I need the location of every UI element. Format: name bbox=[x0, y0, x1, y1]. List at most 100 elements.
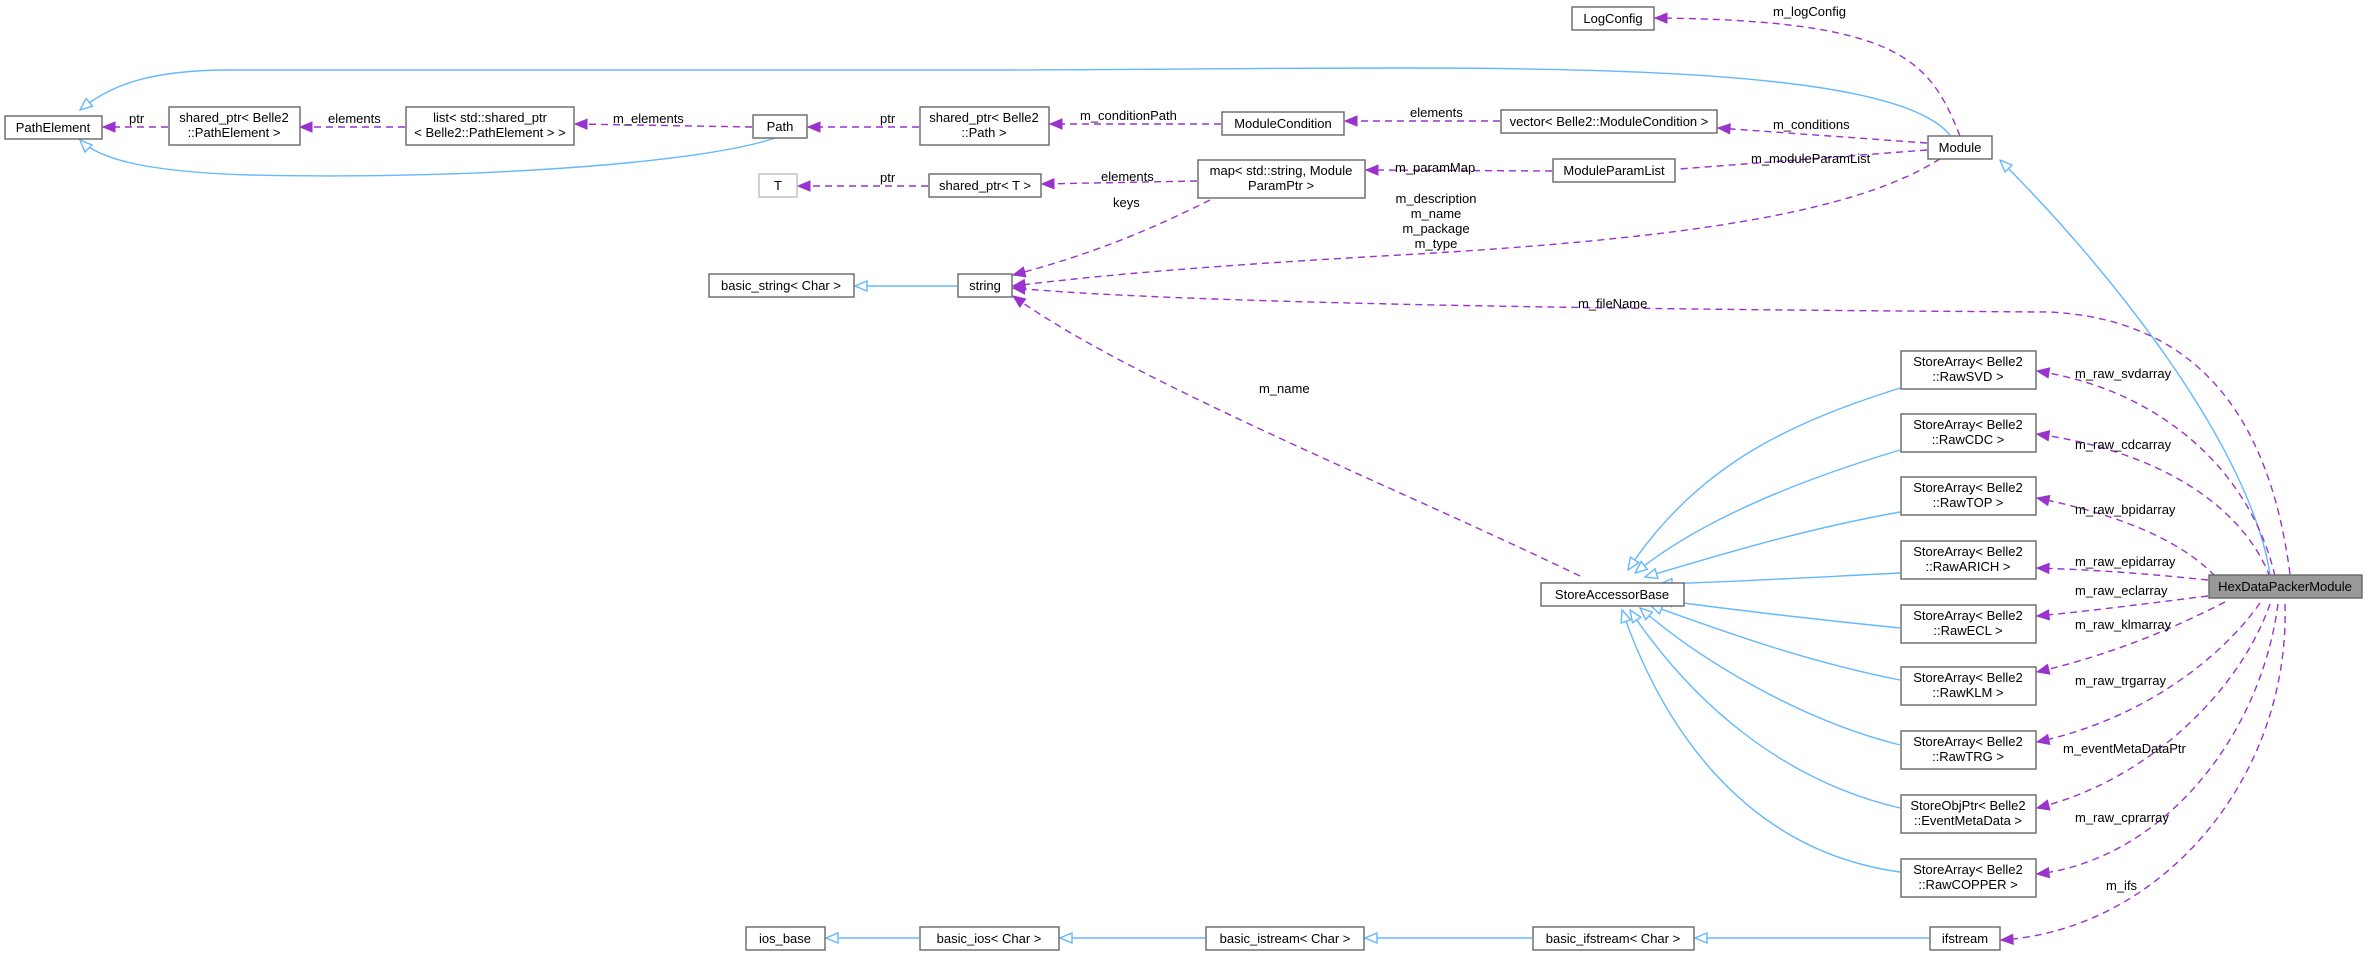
node-string[interactable]: string bbox=[957, 273, 1013, 298]
node-path[interactable]: Path bbox=[752, 114, 808, 139]
edge-ecl-inherits-sab bbox=[1660, 600, 1901, 629]
edge-hex-raw-klmarray bbox=[2037, 601, 2226, 672]
edge-top-inherits-sab bbox=[1645, 511, 1901, 577]
node-store-array-raw-klm[interactable]: StoreArray< Belle2 ::RawKLM > bbox=[1900, 666, 2037, 706]
edge-sab-m-name bbox=[1013, 296, 1581, 577]
edge-hex-raw-svdarray bbox=[2037, 371, 2276, 577]
node-path-element[interactable]: PathElement bbox=[4, 115, 103, 140]
svg-text:string: string bbox=[969, 278, 1001, 293]
node-log-config[interactable]: LogConfig bbox=[1571, 6, 1655, 31]
svg-text:StoreObjPtr< Belle2: StoreObjPtr< Belle2 bbox=[1910, 798, 2025, 813]
svg-text:::Path >: ::Path > bbox=[961, 125, 1006, 140]
svg-text:HexDataPackerModule: HexDataPackerModule bbox=[2218, 579, 2352, 594]
edge-hex-raw-cdcarray bbox=[2037, 434, 2271, 578]
edge-svd-inherits-sab bbox=[1628, 387, 1901, 570]
node-store-obj-ptr-event-meta-data[interactable]: StoreObjPtr< Belle2 ::EventMetaData > bbox=[1900, 794, 2037, 834]
svg-text:StoreArray< Belle2: StoreArray< Belle2 bbox=[1913, 544, 2022, 559]
svg-text:ios_base: ios_base bbox=[759, 931, 811, 946]
node-map-module-param[interactable]: map< std::string, Module ParamPtr > bbox=[1197, 159, 1366, 199]
node-vector-module-condition[interactable]: vector< Belle2::ModuleCondition > bbox=[1500, 109, 1718, 134]
edge-copper-inherits-sab bbox=[1622, 610, 1901, 873]
node-store-array-raw-trg[interactable]: StoreArray< Belle2 ::RawTRG > bbox=[1900, 730, 2037, 770]
svg-text:StoreArray< Belle2: StoreArray< Belle2 bbox=[1913, 734, 2022, 749]
edge-map-keys bbox=[1013, 199, 1211, 275]
edge-label-m-event-meta-data-ptr: m_eventMetaDataPtr bbox=[2063, 741, 2187, 756]
edge-map-elements bbox=[1042, 181, 1198, 184]
edge-hex-ifs bbox=[2001, 603, 2286, 940]
edge-label-m-description: m_description bbox=[1396, 191, 1477, 206]
node-basic-ifstream[interactable]: basic_ifstream< Char > bbox=[1532, 926, 1695, 951]
node-shared-ptr-t[interactable]: shared_ptr< T > bbox=[928, 173, 1042, 198]
node-basic-ios[interactable]: basic_ios< Char > bbox=[919, 926, 1060, 951]
edge-labels: ptr elements m_elements ptr m_conditionP… bbox=[129, 4, 2187, 893]
node-ios-base[interactable]: ios_base bbox=[745, 926, 826, 951]
svg-text:StoreArray< Belle2: StoreArray< Belle2 bbox=[1913, 480, 2022, 495]
svg-text:T: T bbox=[774, 178, 782, 193]
edges bbox=[80, 18, 2291, 940]
svg-text:shared_ptr< Belle2: shared_ptr< Belle2 bbox=[179, 110, 289, 125]
svg-text:::RawCOPPER >: ::RawCOPPER > bbox=[1918, 877, 2017, 892]
svg-text:Module: Module bbox=[1939, 140, 1982, 155]
node-shared-ptr-path[interactable]: shared_ptr< Belle2 ::Path > bbox=[919, 106, 1050, 146]
edge-path-m-elements bbox=[575, 124, 753, 127]
svg-text:::RawTOP >: ::RawTOP > bbox=[1933, 495, 2004, 510]
svg-text:::RawCDC >: ::RawCDC > bbox=[1932, 432, 2005, 447]
node-module-param-list[interactable]: ModuleParamList bbox=[1552, 158, 1676, 183]
node-store-array-raw-ecl[interactable]: StoreArray< Belle2 ::RawECL > bbox=[1900, 604, 2037, 644]
edge-label-m-raw-cprarray: m_raw_cprarray bbox=[2075, 810, 2169, 825]
edge-module-conditions bbox=[1718, 128, 1928, 144]
svg-text:StoreArray< Belle2: StoreArray< Belle2 bbox=[1913, 417, 2022, 432]
edge-label-m-condition-path: m_conditionPath bbox=[1080, 108, 1177, 123]
node-list-shared-ptr-path-element[interactable]: list< std::shared_ptr < Belle2::PathElem… bbox=[405, 106, 575, 146]
edge-label-keys: keys bbox=[1113, 195, 1140, 210]
svg-text:StoreArray< Belle2: StoreArray< Belle2 bbox=[1913, 670, 2022, 685]
svg-text:< Belle2::PathElement > >: < Belle2::PathElement > > bbox=[414, 125, 565, 140]
node-ifstream[interactable]: ifstream bbox=[1929, 926, 2001, 951]
svg-text:::RawECL >: ::RawECL > bbox=[1933, 623, 2002, 638]
node-module-condition[interactable]: ModuleCondition bbox=[1221, 111, 1345, 136]
edge-hex-raw-epidarray bbox=[2037, 568, 2209, 581]
svg-text:list< std::shared_ptr: list< std::shared_ptr bbox=[433, 110, 547, 125]
edge-label-m-conditions: m_conditions bbox=[1773, 117, 1850, 132]
nodes: PathElement shared_ptr< Belle2 ::PathEle… bbox=[4, 6, 2363, 951]
svg-text:map< std::string, Module: map< std::string, Module bbox=[1210, 163, 1353, 178]
edge-hex-raw-eclarray bbox=[2037, 595, 2209, 616]
node-store-array-raw-copper[interactable]: StoreArray< Belle2 ::RawCOPPER > bbox=[1900, 858, 2037, 898]
node-basic-istream[interactable]: basic_istream< Char > bbox=[1205, 926, 1365, 951]
edge-label-elements-list: elements bbox=[328, 111, 381, 126]
svg-text:basic_istream< Char >: basic_istream< Char > bbox=[1220, 931, 1351, 946]
svg-text:shared_ptr< T >: shared_ptr< T > bbox=[939, 178, 1031, 193]
svg-text:::RawTRG >: ::RawTRG > bbox=[1932, 749, 2004, 764]
edge-label-m-elements: m_elements bbox=[613, 111, 684, 126]
node-hex-data-packer-module[interactable]: HexDataPackerModule bbox=[2208, 574, 2363, 599]
svg-text:ifstream: ifstream bbox=[1942, 931, 1988, 946]
edge-module-inherits-path-element bbox=[80, 67, 1951, 136]
node-store-accessor-base[interactable]: StoreAccessorBase bbox=[1540, 582, 1685, 607]
node-t[interactable]: T bbox=[758, 173, 798, 198]
node-shared-ptr-path-element[interactable]: shared_ptr< Belle2 ::PathElement > bbox=[168, 106, 301, 146]
edge-klm-inherits-sab bbox=[1650, 605, 1901, 681]
node-store-array-raw-arich[interactable]: StoreArray< Belle2 ::RawARICH > bbox=[1900, 540, 2037, 580]
node-store-array-raw-svd[interactable]: StoreArray< Belle2 ::RawSVD > bbox=[1900, 350, 2037, 390]
edge-label-m-raw-epidarray: m_raw_epidarray bbox=[2075, 554, 2176, 569]
edge-label-m-raw-svdarray: m_raw_svdarray bbox=[2075, 366, 2172, 381]
edge-hex-raw-cprarray bbox=[2037, 603, 2279, 874]
edge-label-m-log-config: m_logConfig bbox=[1773, 4, 1846, 19]
node-module[interactable]: Module bbox=[1927, 135, 1993, 160]
node-store-array-raw-top[interactable]: StoreArray< Belle2 ::RawTOP > bbox=[1900, 476, 2037, 516]
edge-path-inherits-path-element bbox=[80, 136, 779, 177]
edge-arich-inherits-sab bbox=[1660, 572, 1901, 584]
svg-text:::RawARICH >: ::RawARICH > bbox=[1926, 559, 2011, 574]
edge-label-ptr-t: ptr bbox=[880, 170, 896, 185]
node-store-array-raw-cdc[interactable]: StoreArray< Belle2 ::RawCDC > bbox=[1900, 413, 2037, 453]
edge-hex-event-meta-data-ptr bbox=[2037, 603, 2271, 808]
svg-text:::EventMetaData >: ::EventMetaData > bbox=[1914, 813, 2022, 828]
svg-text:vector< Belle2::ModuleConditio: vector< Belle2::ModuleCondition > bbox=[1510, 114, 1709, 129]
edge-cdc-inherits-sab bbox=[1635, 449, 1901, 573]
edge-label-m-param-map: m_paramMap bbox=[1395, 160, 1475, 175]
edge-module-string-members bbox=[1013, 151, 1951, 286]
svg-text:StoreArray< Belle2: StoreArray< Belle2 bbox=[1913, 608, 2022, 623]
edge-label-elements-condition: elements bbox=[1410, 105, 1463, 120]
node-basic-string[interactable]: basic_string< Char > bbox=[708, 273, 855, 298]
